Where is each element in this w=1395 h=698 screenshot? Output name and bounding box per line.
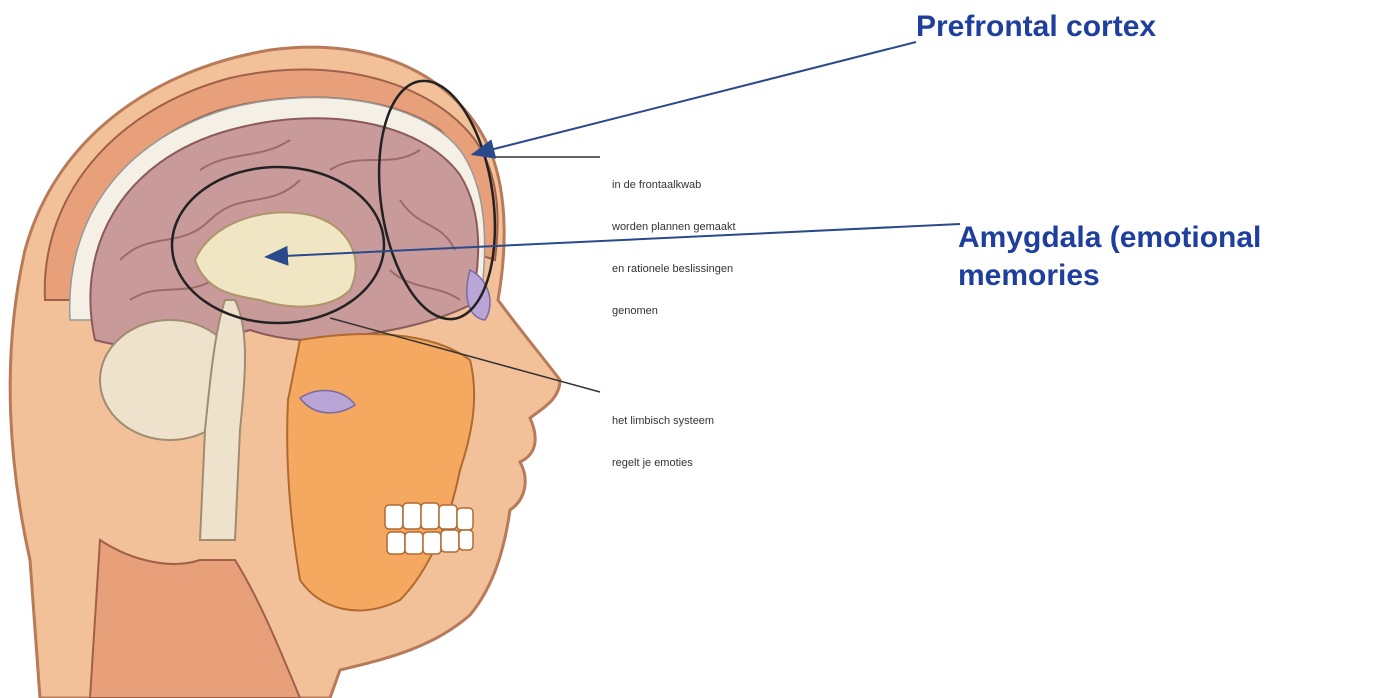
teeth: [385, 503, 473, 554]
limbic-caption-line: het limbisch systeem: [612, 414, 714, 428]
prefrontal-cortex-label: Prefrontal cortex: [916, 8, 1156, 46]
frontal-caption-line: in de frontaalkwab: [612, 178, 736, 192]
frontal-lobe-caption: in de frontaalkwab worden plannen gemaak…: [612, 150, 736, 346]
amygdala-label-line2: memories: [958, 257, 1261, 295]
prefrontal-arrow: [490, 42, 916, 150]
frontal-caption-line: worden plannen gemaakt: [612, 220, 736, 234]
amygdala-label-line1: Amygdala (emotional: [958, 219, 1261, 257]
frontal-caption-line: en rationele beslissingen: [612, 262, 736, 276]
limbic-caption-line: regelt je emoties: [612, 456, 714, 470]
frontal-caption-line: genomen: [612, 304, 736, 318]
amygdala-label: Amygdala (emotional memories: [958, 219, 1261, 295]
limbic-system-caption: het limbisch systeem regelt je emoties: [612, 386, 714, 498]
